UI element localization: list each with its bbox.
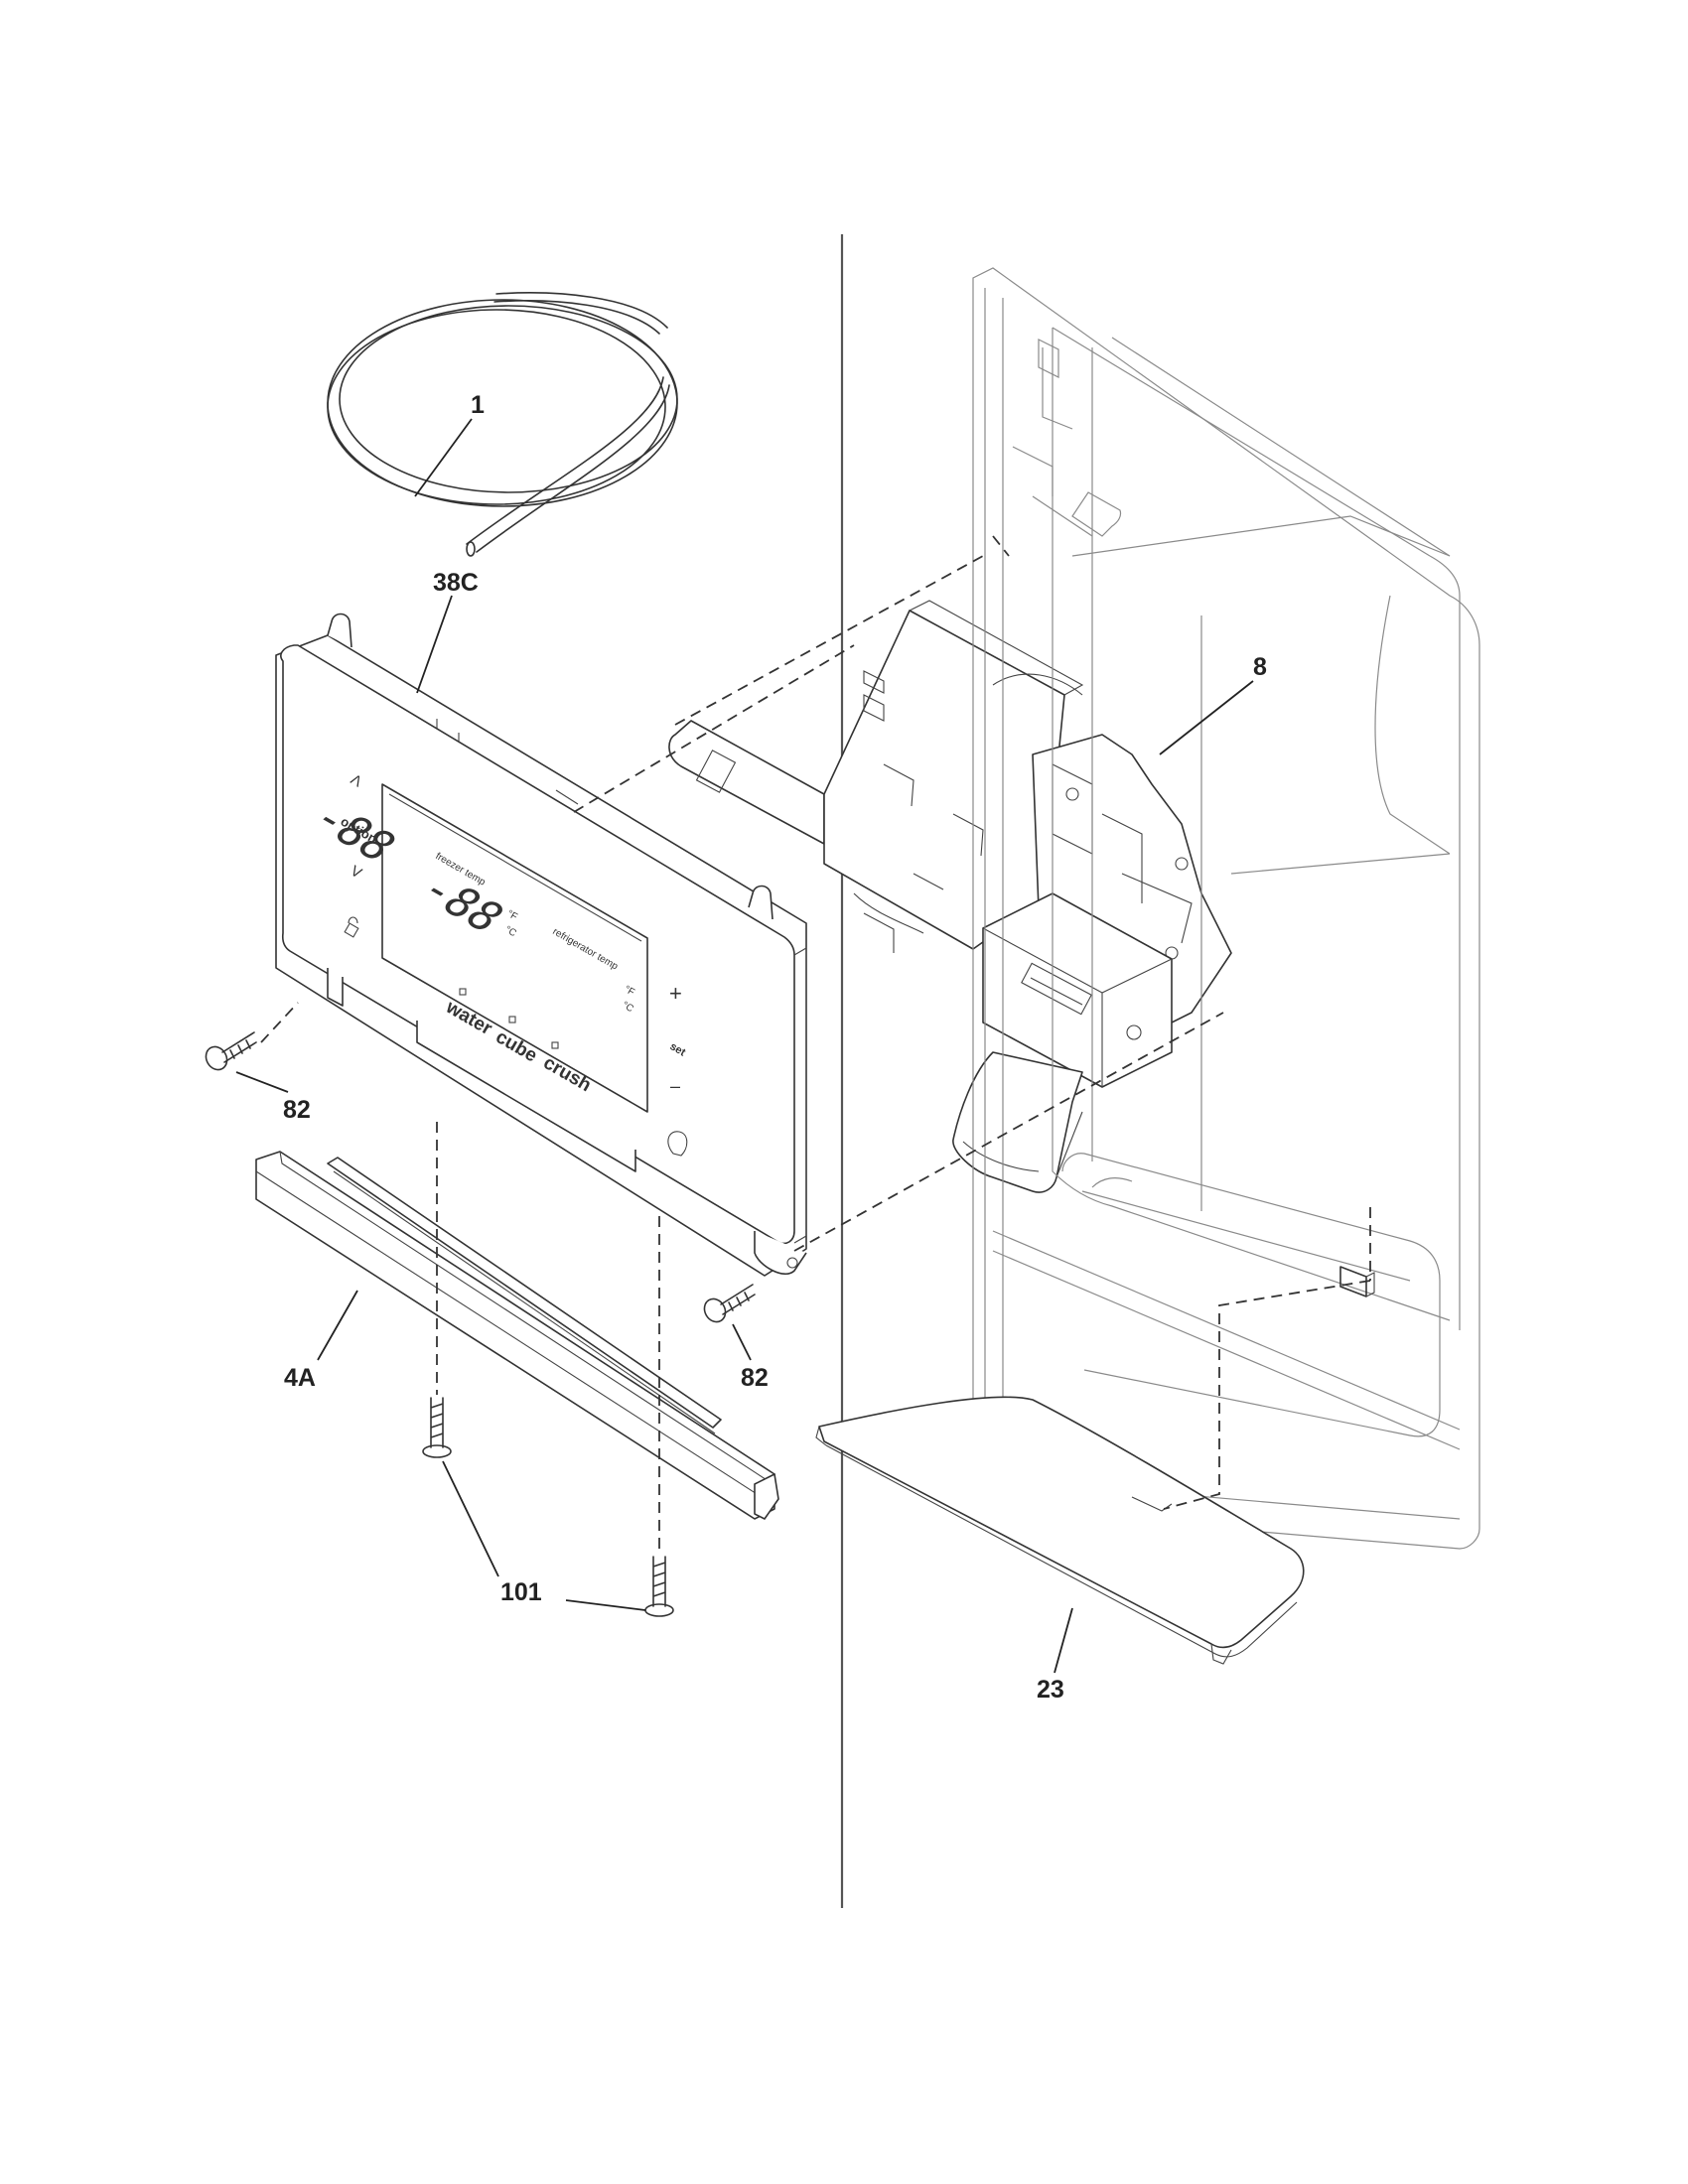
- freezer-unit-f: °F: [505, 908, 519, 923]
- screw-82-right: [703, 1284, 756, 1323]
- leader-lines: [235, 418, 1254, 1674]
- control-panel: Λ option V freezer temp -88 °F °C refrig…: [275, 613, 807, 1277]
- label-part-38c: 38C: [433, 569, 479, 597]
- door-cabinet-outline: [972, 267, 1480, 1550]
- label-part-101: 101: [500, 1578, 542, 1606]
- label-part-23: 23: [1037, 1676, 1064, 1704]
- label-part-82-left: 82: [283, 1096, 311, 1124]
- freezer-unit-c: °C: [503, 924, 518, 939]
- label-part-82-right: 82: [741, 1364, 769, 1392]
- screw-101-upper: [422, 1397, 452, 1458]
- panel-plus: +: [669, 981, 682, 1006]
- light-icon: [667, 1131, 688, 1157]
- screw-82-left: [205, 1031, 257, 1071]
- trim-strip: [255, 1151, 779, 1520]
- label-part-1: 1: [471, 391, 485, 419]
- screw-101-lower: [644, 1556, 674, 1617]
- assembly-lines: [260, 535, 1371, 1554]
- label-part-4a: 4A: [284, 1364, 316, 1392]
- tubing-coil: [327, 292, 678, 557]
- fridge-unit-f: °F: [623, 984, 636, 999]
- drip-tray: [815, 1396, 1305, 1665]
- panel-minus: –: [670, 1076, 680, 1096]
- dispenser-housing: [668, 600, 1232, 1193]
- lock-icon: [344, 916, 359, 938]
- label-part-8: 8: [1253, 653, 1267, 681]
- fridge-unit-c: °C: [621, 1000, 635, 1015]
